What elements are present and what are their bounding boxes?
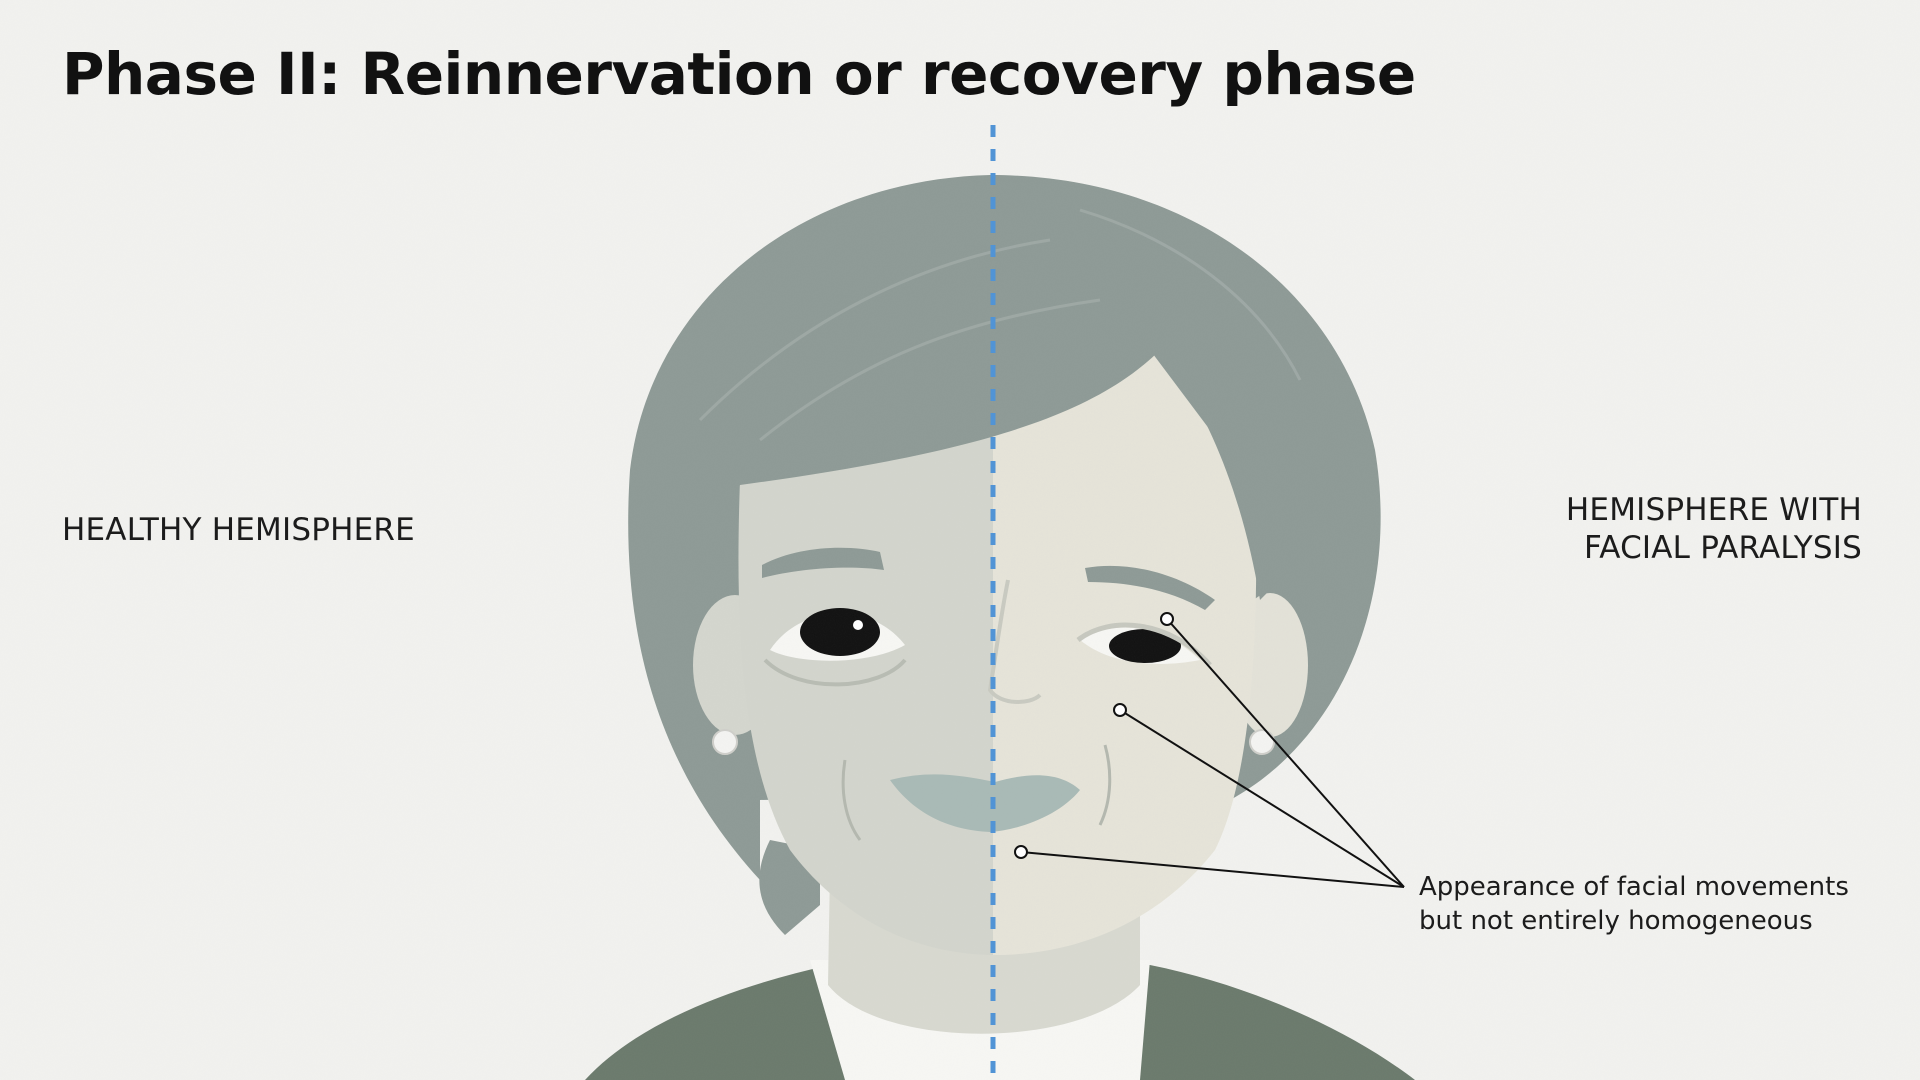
healthy-hemisphere-label: HEALTHY HEMISPHERE	[62, 512, 415, 548]
callout-line-2: but not entirely homogeneous	[1419, 906, 1813, 936]
callout-point-eyelid	[1160, 612, 1174, 626]
callout-point-cheek	[1113, 703, 1127, 717]
page-title: Phase II: Reinnervation or recovery phas…	[62, 40, 1416, 108]
paralysis-hemisphere-label: HEMISPHERE WITH FACIAL PARALYSIS	[1566, 491, 1862, 567]
callout-point-mouth	[1014, 845, 1028, 859]
callout-lines	[1020, 618, 1405, 888]
paralysis-label-line-2: FACIAL PARALYSIS	[1584, 530, 1862, 566]
paralysis-label-line-1: HEMISPHERE WITH	[1565, 492, 1862, 528]
callout-caption: Appearance of facial movements but not e…	[1419, 870, 1849, 938]
callout-line-1: Appearance of facial movements	[1419, 872, 1849, 902]
